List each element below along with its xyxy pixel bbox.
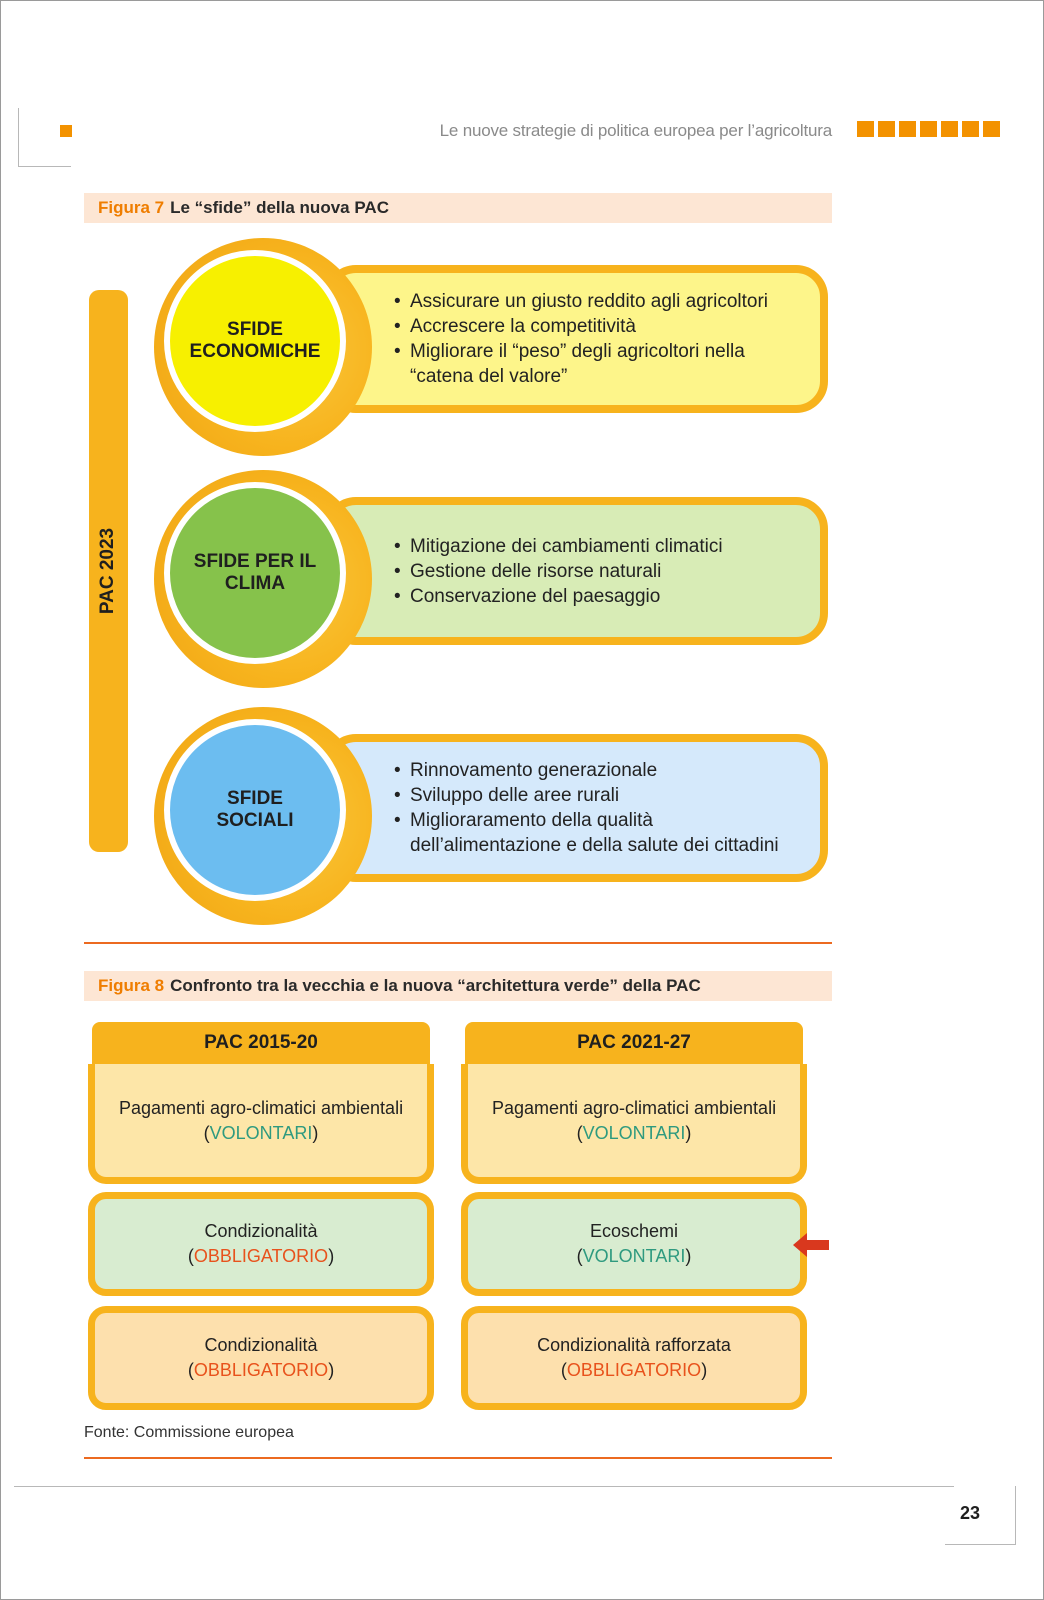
arrow-left-icon — [793, 1233, 829, 1257]
cell-tag-wrap: (OBBLIGATORIO) — [187, 1360, 335, 1380]
cell-tag: OBBLIGATORIO — [193, 1246, 329, 1266]
bullet-item: Conservazione del paesaggio — [394, 584, 808, 609]
bullet-item: Assicurare un giusto reddito agli agrico… — [394, 289, 808, 314]
challenge-bullets: Assicurare un giusto reddito agli agrico… — [394, 273, 808, 405]
challenge-title: SFIDE SOCIALI — [216, 788, 294, 831]
figure-8-caption: Figura 8 Confronto tra la vecchia e la nu… — [84, 971, 832, 1001]
challenge-ring: SFIDE PER IL CLIMA — [154, 470, 372, 688]
cell-tag: OBBLIGATORIO — [193, 1360, 329, 1380]
bullet-item: Gestione delle risorse naturali — [394, 559, 808, 584]
cell-label: Pagamenti agro-climatici ambientali — [491, 1097, 777, 1118]
challenge-title: SFIDE ECONOMICHE — [189, 319, 321, 362]
cell-new-agro: Pagamenti agro-climatici ambientali (VOL… — [461, 1064, 807, 1184]
pac-side-label-wrap: PAC 2023 — [89, 290, 128, 852]
cell-old-conditionality: Condizionalità (OBBLIGATORIO) — [88, 1192, 434, 1296]
pac-side-bar — [89, 290, 128, 852]
header-square-icon — [60, 125, 72, 137]
challenge-box: Assicurare un giusto reddito agli agrico… — [324, 265, 828, 413]
bullet-item: Miglioraramento della qualità dell’alime… — [394, 808, 808, 858]
cell-label: Condizionalità — [204, 1221, 318, 1241]
challenge-economic: Assicurare un giusto reddito agli agrico… — [154, 238, 834, 458]
section-rule — [84, 942, 832, 944]
figure-7-number: Figura 7 — [98, 198, 165, 217]
challenge-circle: SFIDE PER IL CLIMA — [164, 482, 346, 664]
bullet-item: Migliorare il “peso” degli agricoltori n… — [394, 339, 808, 389]
cell-tag-wrap: (OBBLIGATORIO) — [560, 1360, 708, 1380]
page-number: 23 — [959, 1503, 981, 1523]
challenge-bullets: Mitigazione dei cambiamenti climatici Ge… — [394, 505, 808, 637]
bottom-rule — [84, 1457, 832, 1459]
crop-mark-top-left — [18, 108, 71, 167]
column-header-new: PAC 2021-27 — [465, 1022, 803, 1064]
challenge-box: Rinnovamento generazionale Sviluppo dell… — [324, 734, 828, 882]
header-squares-decoration — [857, 121, 1000, 137]
challenge-title: SFIDE PER IL CLIMA — [193, 551, 317, 594]
challenge-circle: SFIDE ECONOMICHE — [164, 250, 346, 432]
challenge-social: Rinnovamento generazionale Sviluppo dell… — [154, 707, 834, 927]
column-header-old: PAC 2015-20 — [92, 1022, 430, 1064]
footer-line — [14, 1486, 954, 1487]
cell-new-ecoschemes: Ecoschemi (VOLONTARI) — [461, 1192, 807, 1296]
figure-7-caption: Figura 7 Le “sfide” della nuova PAC — [84, 193, 832, 223]
challenge-box: Mitigazione dei cambiamenti climatici Ge… — [324, 497, 828, 645]
cell-tag-wrap: (VOLONTARI) — [576, 1246, 692, 1266]
bullet-item: Sviluppo delle aree rurali — [394, 783, 808, 808]
cell-tag: VOLONTARI — [209, 1122, 313, 1143]
figure-8-title: Confronto tra la vecchia e la nuova “arc… — [170, 976, 701, 995]
challenge-bullets: Rinnovamento generazionale Sviluppo dell… — [394, 742, 808, 874]
crop-mark-bottom-right — [945, 1486, 1016, 1545]
challenge-circle: SFIDE SOCIALI — [164, 719, 346, 901]
cell-label: Condizionalità — [204, 1335, 318, 1355]
cell-label: Condizionalità rafforzata — [537, 1335, 731, 1355]
cell-old-conditionality-2: Condizionalità (OBBLIGATORIO) — [88, 1306, 434, 1410]
cell-tag-wrap: (OBBLIGATORIO) — [187, 1246, 335, 1266]
cell-tag-wrap: (VOLONTARI) — [203, 1122, 319, 1143]
bullet-item: Rinnovamento generazionale — [394, 758, 808, 783]
figure-source: Fonte: Commissione europea — [84, 1424, 294, 1441]
bullet-item: Mitigazione dei cambiamenti climatici — [394, 534, 808, 559]
figure-7-title: Le “sfide” della nuova PAC — [170, 198, 389, 217]
pac-side-label: PAC 2023 — [97, 527, 119, 615]
running-title: Le nuove strategie di politica europea p… — [439, 121, 833, 140]
cell-tag-wrap: (VOLONTARI) — [576, 1122, 692, 1143]
cell-new-reinforced-conditionality: Condizionalità rafforzata (OBBLIGATORIO) — [461, 1306, 807, 1410]
cell-old-agro: Pagamenti agro-climatici ambientali (VOL… — [88, 1064, 434, 1184]
challenge-climate: Mitigazione dei cambiamenti climatici Ge… — [154, 470, 834, 690]
challenge-ring: SFIDE SOCIALI — [154, 707, 372, 925]
challenge-ring: SFIDE ECONOMICHE — [154, 238, 372, 456]
cell-tag: VOLONTARI — [582, 1122, 686, 1143]
cell-tag: OBBLIGATORIO — [566, 1360, 702, 1380]
cell-label: Ecoschemi — [589, 1221, 679, 1241]
bullet-item: Accrescere la competitività — [394, 314, 808, 339]
cell-label: Pagamenti agro-climatici ambientali — [118, 1097, 404, 1118]
figure-8-number: Figura 8 — [98, 976, 165, 995]
cell-tag: VOLONTARI — [582, 1246, 686, 1266]
